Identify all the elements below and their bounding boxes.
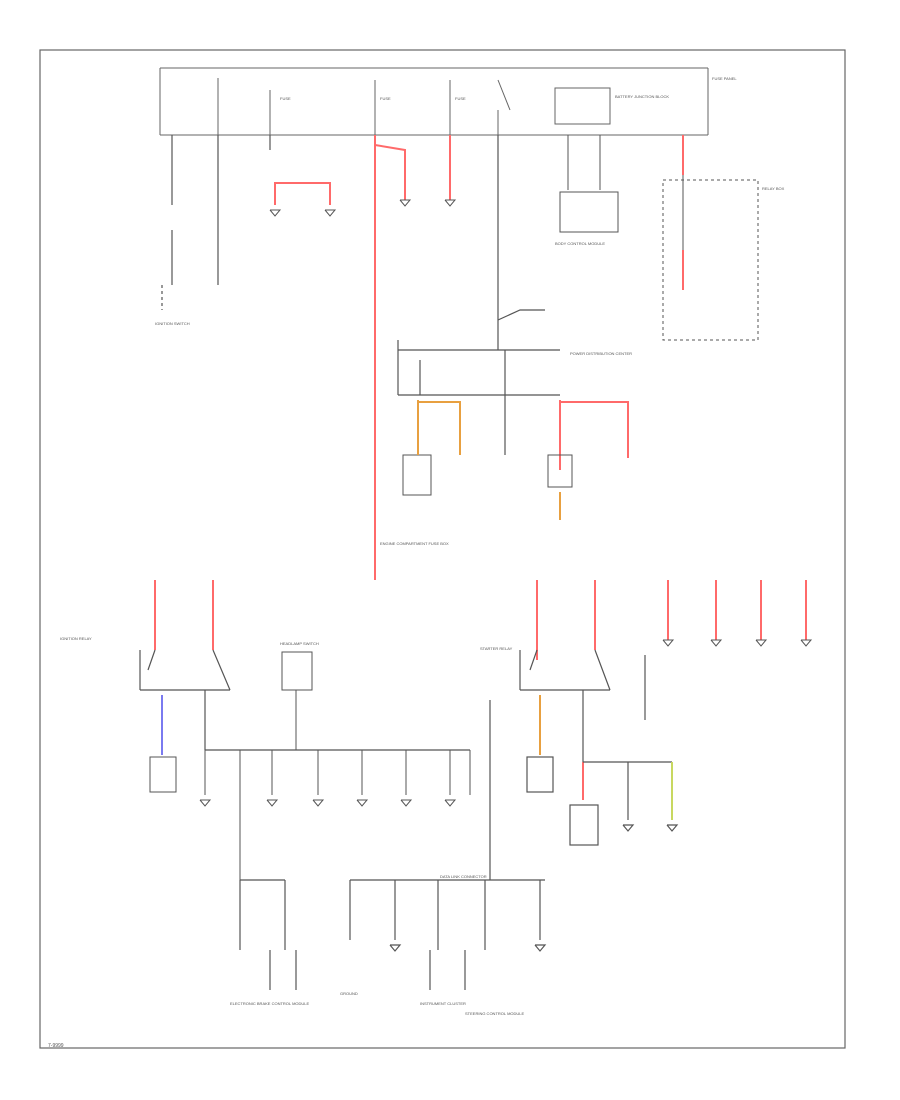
power-dist-label: POWER DISTRIBUTION CENTER	[570, 351, 632, 356]
fuse-panel-label: FUSE PANEL	[712, 76, 737, 81]
bottom-wiring	[239, 700, 547, 990]
center-trunk	[397, 135, 560, 455]
middle-modules	[402, 454, 573, 496]
fuse-mid-label: FUSE	[380, 96, 391, 101]
reference-number: 7-9999	[48, 1043, 64, 1049]
headlamp-switch-label: HEADLAMP SWITCH	[280, 641, 319, 646]
steering-control-label: STEERING CONTROL MODULE	[465, 1011, 525, 1016]
ground-label: GROUND	[340, 991, 358, 996]
engine-compartment-label: ENGINE COMPARTMENT FUSE BOX	[380, 541, 449, 546]
relay-box	[662, 175, 759, 341]
ground-symbols-top	[269, 199, 457, 217]
left-top-wires	[161, 135, 271, 310]
ignition-relay-label: IGNITION RELAY	[60, 636, 92, 641]
electronic-brake-label: ELECTRONIC BRAKE CONTROL MODULE	[230, 1001, 310, 1006]
fuse-right-label: FUSE	[455, 96, 466, 101]
headlamp-switch-block	[281, 651, 313, 750]
diagram-frame	[39, 49, 846, 1049]
fuse-panel: FUSE PANEL	[159, 67, 737, 136]
relay-box-label: RELAY BOX	[762, 186, 785, 191]
body-control-module	[559, 135, 619, 233]
lower-right-grounds	[662, 639, 813, 647]
body-control-label: BODY CONTROL MODULE	[555, 241, 605, 246]
instrument-cluster-label: INSTRUMENT CLUSTER	[420, 1001, 466, 1006]
starter-relay-label: STARTER RELAY	[480, 646, 513, 651]
lower-left-modules	[149, 750, 471, 880]
data-link-label: DATA LINK CONNECTOR	[440, 874, 487, 879]
fuse-left-label: FUSE	[280, 96, 291, 101]
red-wires-top	[154, 135, 807, 800]
panel-fuses	[217, 78, 611, 135]
orange-wires-mid	[417, 400, 561, 520]
battery-junction-label: BATTERY JUNCTION BLOCK	[615, 94, 669, 99]
ignition-switch-label: IGNITION SWITCH	[155, 321, 190, 326]
lower-right-relays	[519, 649, 679, 846]
lower-left-relays	[139, 649, 470, 751]
